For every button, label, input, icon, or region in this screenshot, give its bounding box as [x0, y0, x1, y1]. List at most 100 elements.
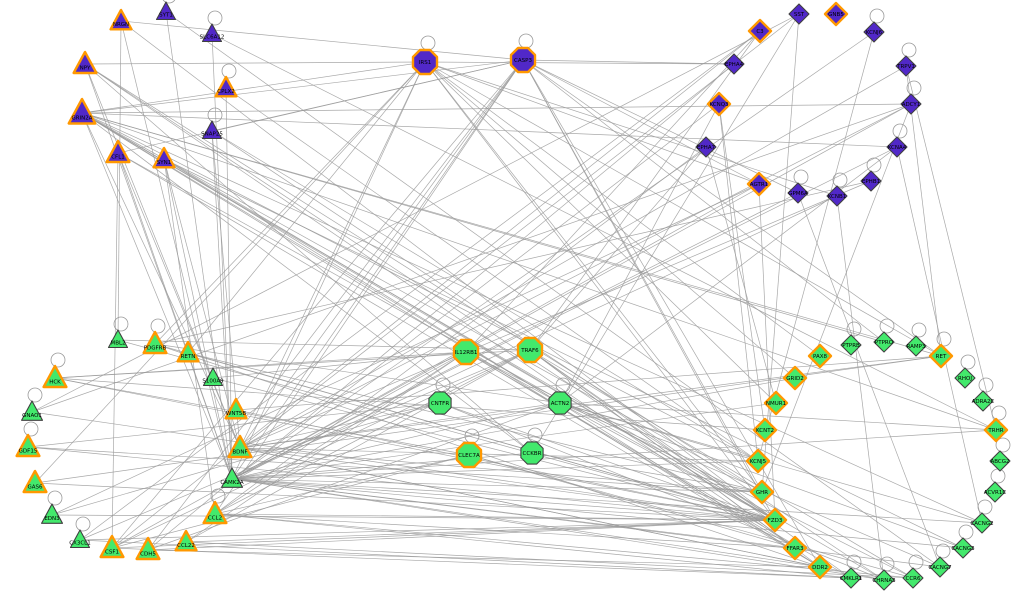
edge-casp3-nrgn: [120, 20, 524, 61]
node-ghr[interactable]: [749, 479, 775, 505]
node-kcnb1[interactable]: [826, 185, 848, 207]
self-loop-cacng3: [958, 524, 974, 540]
node-epha4[interactable]: [723, 53, 745, 75]
node-label-ptpro: PTPRO: [875, 340, 894, 346]
node-edn3[interactable]: [41, 503, 64, 524]
node-acvr1c[interactable]: [984, 481, 1006, 503]
node-npy[interactable]: [72, 50, 98, 75]
node-cdh5[interactable]: [135, 536, 161, 561]
node-gnao1[interactable]: [21, 400, 44, 421]
node-label-kcnj6: KCNJ6: [866, 30, 883, 36]
node-gpm6a[interactable]: [787, 182, 809, 204]
node-abcg2[interactable]: [989, 450, 1011, 472]
node-agtr1[interactable]: [746, 171, 772, 197]
node-ccr6[interactable]: [902, 567, 924, 589]
node-label-ptprb: PTPRB: [842, 343, 860, 349]
node-sst[interactable]: [788, 3, 810, 25]
node-gas6[interactable]: [22, 469, 48, 494]
node-irs1[interactable]: [411, 48, 439, 76]
node-cckbr[interactable]: [520, 441, 544, 465]
node-label-slc6a12: SLC6A12: [200, 35, 225, 41]
self-loop-cx3cl1: [75, 516, 91, 532]
node-cacng2[interactable]: [971, 512, 993, 534]
node-ramp3[interactable]: [905, 335, 927, 357]
self-loop-edn3: [47, 490, 63, 506]
node-nrgn[interactable]: [109, 8, 133, 31]
node-syt1[interactable]: [155, 1, 177, 21]
node-cacng3[interactable]: [952, 537, 974, 559]
node-traf6[interactable]: [516, 336, 544, 364]
node-label-traf6: TRAF6: [520, 348, 539, 354]
node-pax8[interactable]: [807, 343, 833, 369]
node-label-pdgfrb: PDGFRB: [144, 345, 167, 351]
node-label-cntfr: CNTFR: [431, 401, 449, 407]
node-il12rb1[interactable]: [452, 338, 480, 366]
edge-camk2a-casp3: [231, 59, 524, 480]
node-ret[interactable]: [928, 343, 954, 369]
node-ptprb[interactable]: [840, 334, 862, 356]
node-kcnq3[interactable]: [706, 91, 732, 117]
node-cx3cl1[interactable]: [69, 529, 91, 549]
node-chrna3[interactable]: [873, 569, 895, 591]
node-ccl2[interactable]: [202, 500, 228, 525]
node-adra2c[interactable]: [972, 390, 994, 412]
edge-il12rb1-ccl22: [185, 351, 467, 543]
node-ephb1[interactable]: [860, 170, 882, 192]
node-label-adra2c: ADRA2C: [972, 399, 995, 405]
node-ptpro[interactable]: [873, 331, 895, 353]
node-s100a9[interactable]: [202, 367, 224, 387]
edge-camk2a-agtr1: [231, 183, 760, 480]
node-nmur1[interactable]: [763, 390, 789, 416]
node-wnt5b[interactable]: [224, 397, 248, 420]
self-loop-irs1: [420, 35, 436, 51]
edge-irs1-gas6: [34, 61, 426, 484]
node-rhoj[interactable]: [954, 367, 976, 389]
node-cmklr1[interactable]: [840, 567, 862, 589]
node-grid2[interactable]: [782, 365, 808, 391]
node-kcna4[interactable]: [886, 136, 908, 158]
node-cacng7[interactable]: [929, 556, 951, 578]
node-gnb5[interactable]: [823, 1, 849, 27]
edge-grin2a-ddr2: [81, 112, 821, 568]
node-pdgfrb[interactable]: [142, 330, 168, 355]
node-cntfr[interactable]: [428, 391, 452, 415]
node-ddr2[interactable]: [807, 554, 833, 580]
node-c3[interactable]: [747, 18, 773, 44]
node-cfl1[interactable]: [105, 139, 131, 164]
node-syn1[interactable]: [152, 146, 176, 169]
node-retn[interactable]: [176, 340, 200, 363]
node-label-epha7: EPHA7: [697, 145, 716, 151]
node-gdf15[interactable]: [15, 433, 41, 458]
self-loop-cacng2: [977, 499, 993, 515]
node-epha7[interactable]: [695, 136, 717, 158]
node-ffar3[interactable]: [782, 535, 808, 561]
node-clec7a[interactable]: [455, 441, 483, 469]
edge-cckbr-grin2a: [81, 112, 533, 454]
node-label-rhoj: RHOJ: [958, 376, 972, 382]
node-ccl22[interactable]: [174, 529, 198, 552]
node-camk2a[interactable]: [221, 467, 244, 488]
node-casp3[interactable]: [509, 46, 537, 74]
node-trpv1[interactable]: [895, 55, 917, 77]
node-fzd3[interactable]: [762, 507, 788, 533]
self-loop-casp3: [518, 33, 534, 49]
node-hck[interactable]: [42, 364, 68, 389]
node-kcnt2[interactable]: [752, 417, 778, 443]
node-csf1[interactable]: [99, 534, 125, 559]
node-bdnf[interactable]: [227, 434, 253, 459]
node-kcnj6[interactable]: [863, 21, 885, 43]
node-snap25[interactable]: [201, 120, 223, 140]
node-grin2a[interactable]: [67, 97, 97, 125]
node-kcnj5[interactable]: [745, 448, 771, 474]
edge-fzd3-csf1: [111, 519, 776, 549]
node-mbl2[interactable]: [107, 329, 129, 349]
node-label-clec7a: CLEC7A: [458, 453, 480, 459]
node-actn2[interactable]: [548, 391, 572, 415]
node-cplx2[interactable]: [214, 75, 238, 98]
node-slc6a12[interactable]: [201, 23, 223, 43]
node-adcy1[interactable]: [900, 93, 922, 115]
edge-cx3cl1-cmklr1: [79, 539, 852, 579]
node-trhr[interactable]: [983, 417, 1009, 443]
edge-kcnb1-chrna3: [836, 195, 885, 581]
